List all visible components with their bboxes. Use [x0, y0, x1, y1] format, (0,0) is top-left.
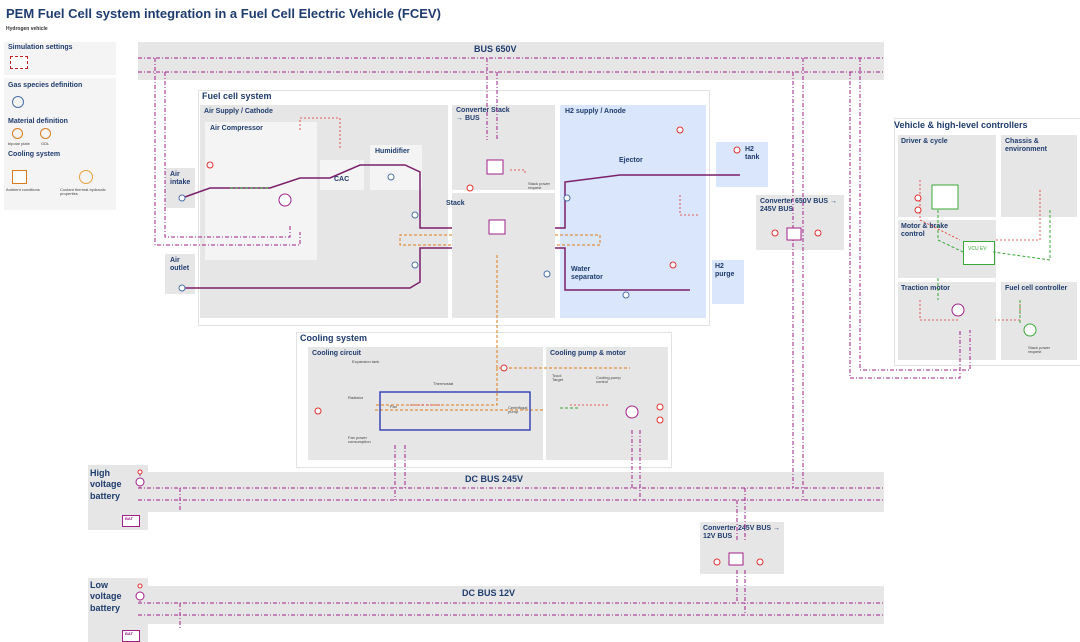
- driver-cycle-panel: [898, 135, 996, 217]
- driver-cycle-label: Driver & cycle: [901, 138, 948, 145]
- page-subtitle: Hydrogen vehicle: [6, 26, 48, 32]
- h2-tank-label: H2 tank: [745, 146, 760, 161]
- air-outlet-label: Air outlet: [170, 257, 190, 272]
- motor-brake-label: Motor & brake control: [901, 223, 949, 238]
- ambient-conditions-icon[interactable]: [12, 170, 27, 184]
- lv-bat-label: BAT: [125, 631, 133, 636]
- coolant-props-icon[interactable]: [79, 170, 93, 184]
- thermostat-label: Thermostat: [433, 381, 454, 386]
- h2-purge-panel: [712, 260, 744, 304]
- hv-bat-label: BAT: [125, 516, 133, 521]
- cooling-system-sidebar-label: Cooling system: [8, 151, 61, 158]
- radiator-label: Radiator: [348, 395, 364, 400]
- converter-245-12-label: Converter 245V BUS → 12V BUS: [703, 525, 781, 540]
- humidifier-label: Humidifier: [375, 148, 410, 155]
- dc-bus-245-label: DC BUS 245V: [465, 474, 524, 484]
- ejector-label: Ejector: [619, 157, 643, 164]
- chassis-label: Chassis & environment: [1005, 138, 1048, 153]
- traction-motor-panel: [898, 282, 996, 360]
- converter-650-245-label: Converter 650V BUS → 245V BUS: [760, 198, 838, 213]
- gdl-label: GDL: [41, 141, 50, 146]
- stack-power-request-label: Stack power request: [528, 181, 551, 191]
- fan-label: Fan: [390, 404, 397, 409]
- simulation-settings-icon[interactable]: [10, 56, 28, 69]
- cooling-circuit-label: Cooling circuit: [312, 350, 361, 357]
- page-title: PEM Fuel Cell system integration in a Fu…: [6, 6, 441, 21]
- dc-bus-245-bar: [138, 472, 884, 512]
- h2-supply-label: H2 supply / Anode: [565, 108, 626, 115]
- expansion-tank-label: Expansion tank: [352, 359, 380, 364]
- fc-controller-label: Fuel cell controller: [1005, 285, 1068, 292]
- stack-panel: [452, 193, 555, 318]
- pump-control-label: Cooling pump control: [596, 375, 621, 385]
- air-supply-label: Air Supply / Cathode: [204, 108, 273, 115]
- hv-battery-icon[interactable]: [122, 515, 140, 527]
- cooling-circuit-panel: [308, 347, 543, 460]
- converter-650-245-panel: [756, 195, 844, 250]
- gas-species-icon[interactable]: [12, 96, 24, 108]
- lv-battery-label: Low voltage battery: [90, 580, 122, 613]
- dc-bus-12-label: DC BUS 12V: [462, 588, 516, 598]
- converter-stack-panel: [452, 105, 555, 190]
- vehicle-stack-power-label: Stack power request: [1028, 345, 1051, 355]
- fc-controller-panel: [1001, 282, 1077, 360]
- vcu-block[interactable]: [963, 241, 995, 265]
- cac-panel: [320, 160, 364, 190]
- bipolar-plate-label: bipolar plate: [8, 141, 30, 146]
- coolant-props-label: Coolant thermal-hydraulic properties: [60, 187, 106, 197]
- tcool-target-label: Tcool Target: [552, 373, 564, 383]
- air-intake-label: Air intake: [170, 171, 191, 186]
- traction-motor-label: Traction motor: [901, 285, 951, 292]
- air-compressor-label: Air Compressor: [210, 125, 263, 132]
- stack-label: Stack: [446, 200, 465, 207]
- hv-battery-label: High voltage battery: [90, 468, 122, 501]
- bipolar-plate-icon[interactable]: [12, 128, 23, 139]
- converter-stack-label: Converter Stack → BUS: [456, 107, 510, 122]
- centrifugal-pump-label: Centrifugal pump: [508, 405, 528, 415]
- cooling-system-title: Cooling system: [300, 333, 368, 343]
- dc-bus-12-bar: [138, 586, 884, 624]
- gas-species-label: Gas species definition: [8, 82, 83, 89]
- fuel-cell-system-title: Fuel cell system: [202, 91, 272, 101]
- cooling-pump-panel: [546, 347, 668, 460]
- bus-650-label: BUS 650V: [474, 44, 517, 54]
- water-separator-label: Water separator: [571, 266, 603, 281]
- vehicle-title: Vehicle & high-level controllers: [894, 120, 1028, 130]
- fan-power-label: Fan power consumption: [348, 435, 371, 445]
- air-compressor-panel: [205, 122, 317, 260]
- gdl-icon[interactable]: [40, 128, 51, 139]
- cac-label: CAC: [334, 176, 350, 183]
- material-definition-label: Material definition: [8, 118, 68, 125]
- simulation-settings-label: Simulation settings: [8, 44, 73, 51]
- h2-purge-label: H2 purge: [715, 263, 735, 278]
- ambient-conditions-label: Ambient conditions: [6, 187, 40, 192]
- cooling-pump-label: Cooling pump & motor: [550, 350, 626, 357]
- vcu-label: VCU EV: [968, 246, 987, 252]
